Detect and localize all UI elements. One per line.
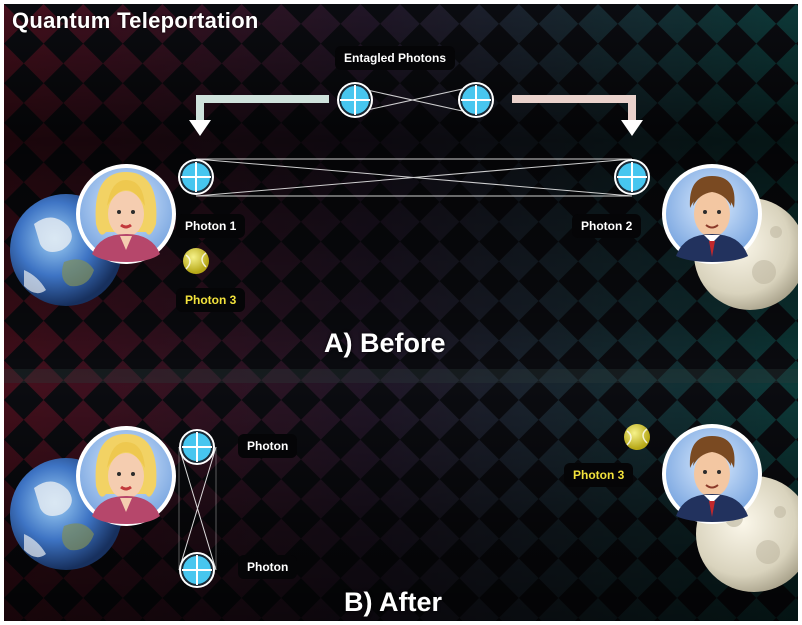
section-heading-before: A) Before bbox=[324, 328, 446, 358]
photon-upper-label: Photon bbox=[238, 434, 298, 458]
man-avatar-icon bbox=[662, 424, 762, 524]
arrow-down-icon bbox=[512, 95, 643, 136]
photon-icon bbox=[614, 159, 650, 195]
photon-icon bbox=[179, 429, 215, 465]
photon-icon bbox=[458, 82, 494, 118]
diagram-canvas: Quantum Teleportation bbox=[4, 4, 798, 621]
photon-2-label: Photon 2 bbox=[572, 214, 642, 238]
entanglement-lines bbox=[178, 446, 217, 571]
after-figure bbox=[10, 424, 798, 592]
man-avatar-icon bbox=[662, 164, 762, 264]
entanglement-lines bbox=[195, 158, 633, 197]
photon-3-label: Photon 3 bbox=[176, 288, 246, 312]
before-figure bbox=[10, 82, 798, 310]
arrow-down-icon bbox=[189, 95, 329, 136]
diagram-title: Quantum Teleportation bbox=[12, 8, 259, 33]
photon-1-label: Photon 1 bbox=[176, 214, 246, 238]
photon-icon bbox=[178, 159, 214, 195]
photon-icon bbox=[179, 552, 215, 588]
woman-avatar-icon bbox=[76, 426, 176, 526]
woman-avatar-icon bbox=[76, 164, 176, 264]
photon-lower-label: Photon bbox=[238, 555, 298, 579]
section-heading-after: B) After bbox=[344, 587, 442, 617]
tennis-ball-icon bbox=[183, 248, 209, 274]
checkered-background bbox=[4, 4, 798, 621]
tennis-ball-icon bbox=[624, 424, 650, 450]
photon-icon bbox=[337, 82, 373, 118]
entangled-photons-label: Entagled Photons bbox=[335, 46, 455, 70]
photon-3-label-after: Photon 3 bbox=[564, 463, 634, 487]
